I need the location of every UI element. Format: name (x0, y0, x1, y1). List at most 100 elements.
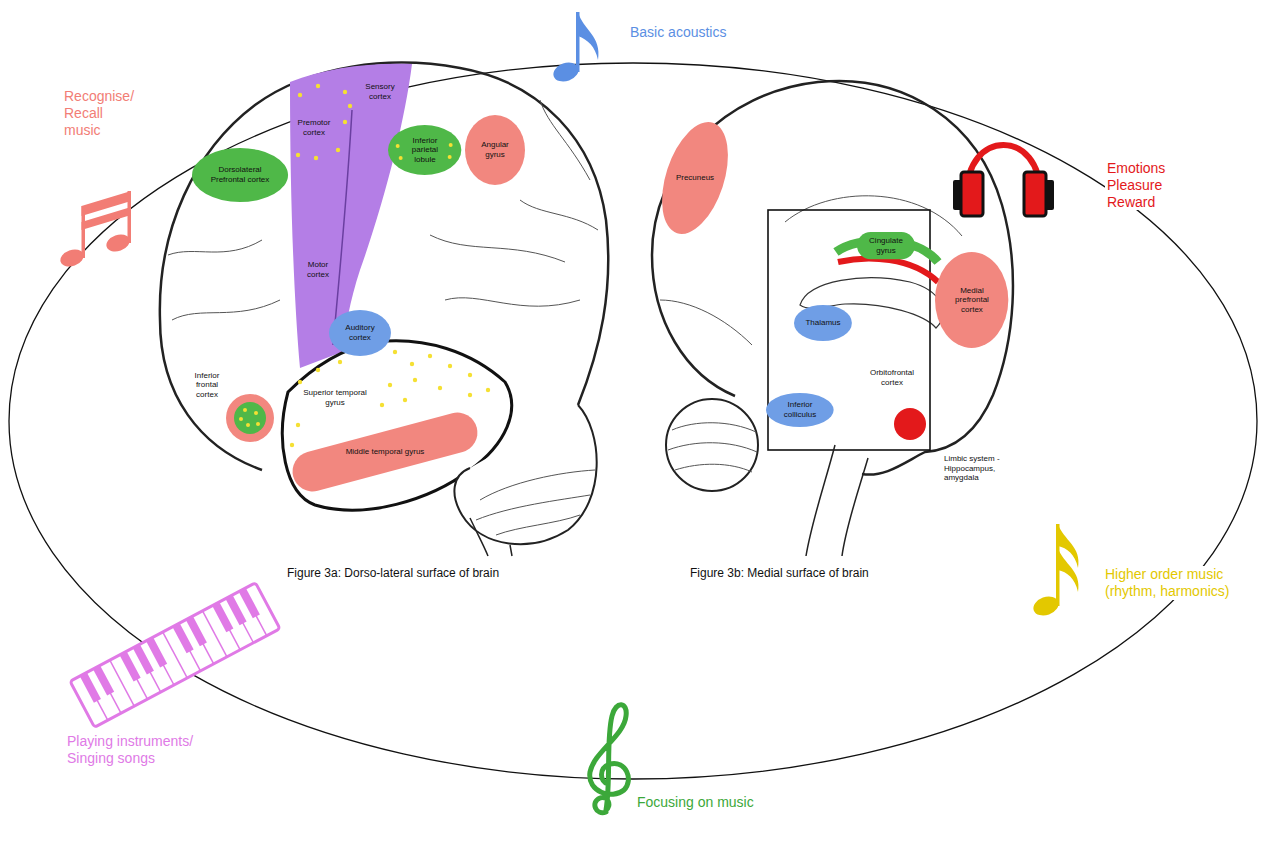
brain-region: Inferior colliculus (766, 393, 834, 427)
folia-line (672, 423, 756, 432)
region-fill (794, 305, 852, 341)
region-fill (465, 115, 525, 185)
brain-region: Thalamus (794, 305, 852, 341)
region-fill (388, 125, 461, 175)
region-fill (192, 148, 288, 202)
brain-region: Auditory cortex (329, 310, 391, 356)
region-label: Sensory cortex (360, 80, 400, 103)
black-key (93, 665, 114, 695)
dot (343, 120, 347, 124)
region-circle (894, 408, 926, 440)
dot (338, 360, 342, 364)
dot (298, 380, 302, 384)
region-name: Cingulate gyrus (864, 236, 908, 255)
dot (246, 423, 250, 427)
treble-clef (590, 705, 629, 813)
legend-icon (1031, 524, 1079, 619)
sulcus-line (430, 235, 565, 262)
dot (290, 443, 294, 447)
label-block: Middle temporal gyrus (346, 447, 425, 457)
dot (468, 373, 472, 377)
label-block: Auditory cortex (341, 323, 379, 342)
region-label: Orbitofrontal cortex (862, 366, 922, 389)
label-block: Superior temporal gyrus (298, 388, 373, 407)
dot (316, 368, 320, 372)
legend-text: Emotions Pleasure Reward (1105, 160, 1179, 210)
region-circle (226, 394, 274, 442)
region-name: Motor cortex (303, 260, 333, 279)
folia-line (675, 464, 752, 472)
gyrus-region (288, 408, 482, 496)
dot (296, 423, 300, 427)
label-block: Inferior frontal cortex (187, 371, 227, 400)
region-label: Superior temporal gyrus (296, 386, 375, 409)
legend-text: Focusing on music (635, 794, 756, 811)
region-label: Inferior frontal cortex (185, 369, 229, 402)
cerebellum (666, 399, 758, 491)
region-fill (766, 393, 834, 427)
region-name: Medial prefrontal cortex (949, 286, 995, 315)
dot (396, 144, 400, 148)
dot (239, 417, 243, 421)
sulcus-line (660, 300, 752, 345)
headphone-cup (961, 172, 983, 216)
note-beam (82, 191, 132, 230)
dot (348, 104, 352, 108)
region-name: Inferior frontal cortex (187, 371, 227, 400)
region-fill (329, 310, 391, 356)
dot (410, 362, 414, 366)
label-block: Medial prefrontal cortex (949, 286, 995, 315)
region-name: Sensory cortex (362, 82, 398, 101)
region-fill (857, 232, 915, 259)
dot (296, 153, 300, 157)
dot (316, 84, 320, 88)
label-block: Precuneus (676, 173, 714, 183)
label-block: Motor cortex (303, 260, 333, 279)
legend-text: Basic acoustics (628, 24, 728, 41)
central-sulcus (333, 110, 352, 345)
legend-icon (551, 12, 599, 85)
label-block: Inferior colliculus (779, 400, 821, 419)
dot (314, 156, 318, 160)
dot (298, 93, 302, 97)
cerebellum (454, 405, 596, 544)
brainstem (470, 518, 512, 556)
region-name: Precuneus (676, 173, 714, 183)
region-name: Angular gyrus (478, 140, 512, 159)
brainstem (806, 445, 868, 556)
label-block: Angular gyrus (478, 140, 512, 159)
cingulate-band (838, 259, 938, 282)
sulcus-line (445, 298, 580, 306)
region-circle (234, 402, 266, 434)
label-block: Cingulate gyrus (864, 236, 908, 255)
dot (254, 411, 258, 415)
dot (413, 378, 417, 382)
headphone-cap (1045, 180, 1054, 210)
sulcus-line (172, 300, 280, 320)
note-flag (1058, 524, 1079, 592)
corpus-callosum (800, 278, 943, 328)
dot (403, 398, 407, 402)
dot (438, 386, 442, 390)
legend-icon (58, 191, 132, 270)
dot (486, 388, 490, 392)
legend-icon (953, 145, 1054, 216)
region-name: Dorsolateral Prefrontal cortex (209, 165, 271, 184)
region-name: Middle temporal gyrus (346, 447, 425, 457)
dot (243, 408, 247, 412)
brain-region: Inferior parietal lobule (388, 125, 461, 175)
region-name: Superior temporal gyrus (298, 388, 373, 407)
brain-region: Dorsolateral Prefrontal cortex (192, 148, 288, 202)
region-name: Auditory cortex (341, 323, 379, 342)
region-name: Thalamus (805, 318, 840, 328)
region-name: Premotor cortex (293, 118, 335, 137)
legend-icon (590, 705, 629, 813)
folia-line (668, 443, 757, 452)
black-key (186, 616, 207, 646)
dot (336, 148, 340, 152)
legend-icon (70, 583, 280, 728)
label-block: Dorsolateral Prefrontal cortex (209, 165, 271, 184)
precuneus-region (649, 114, 740, 242)
sulcus-line (540, 100, 590, 180)
label-block: Inferior parietal lobule (402, 136, 448, 165)
